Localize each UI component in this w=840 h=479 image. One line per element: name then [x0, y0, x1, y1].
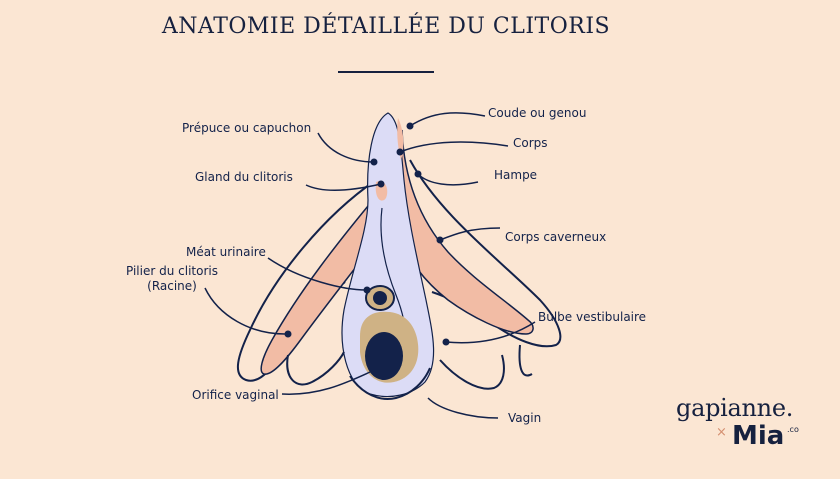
brand-separator: × — [716, 425, 727, 440]
brand-logo-mia: Mia — [732, 421, 785, 451]
brand-logo-gapianne: gapianne. — [676, 394, 794, 422]
label-pilier-line2: (Racine) — [147, 279, 197, 293]
label-orifice: Orifice vaginal — [192, 388, 279, 402]
label-vagin: Vagin — [508, 411, 542, 425]
label-prepuce: Prépuce ou capuchon — [182, 121, 312, 135]
label-corps: Corps — [513, 136, 548, 150]
leader-dots — [284, 122, 450, 346]
vagin-curve-mid — [349, 367, 431, 400]
leader-lines — [204, 112, 536, 419]
label-gland: Gland du clitoris — [195, 170, 293, 184]
title-underline — [338, 71, 434, 73]
vagin-curve-far-right — [518, 344, 533, 377]
label-coude: Coude ou genou — [488, 106, 587, 120]
brand-logo-suffix: .co — [787, 425, 799, 434]
label-pilier: Pilier du clitoris (Racine) — [126, 264, 218, 294]
label-corps-caverneux: Corps caverneux — [505, 230, 607, 244]
label-hampe: Hampe — [494, 168, 538, 182]
vagin-curve-right — [439, 354, 505, 390]
vaginal-orifice — [365, 332, 403, 380]
page-title: ANATOMIE DÉTAILLÉE DU CLITORIS — [161, 14, 611, 39]
label-meat: Méat urinaire — [186, 245, 266, 259]
vagin-curve-left — [286, 351, 345, 386]
urethral-meatus-inner — [373, 291, 387, 305]
label-pilier-line1: Pilier du clitoris — [126, 264, 218, 278]
label-bulbe: Bulbe vestibulaire — [538, 310, 647, 324]
